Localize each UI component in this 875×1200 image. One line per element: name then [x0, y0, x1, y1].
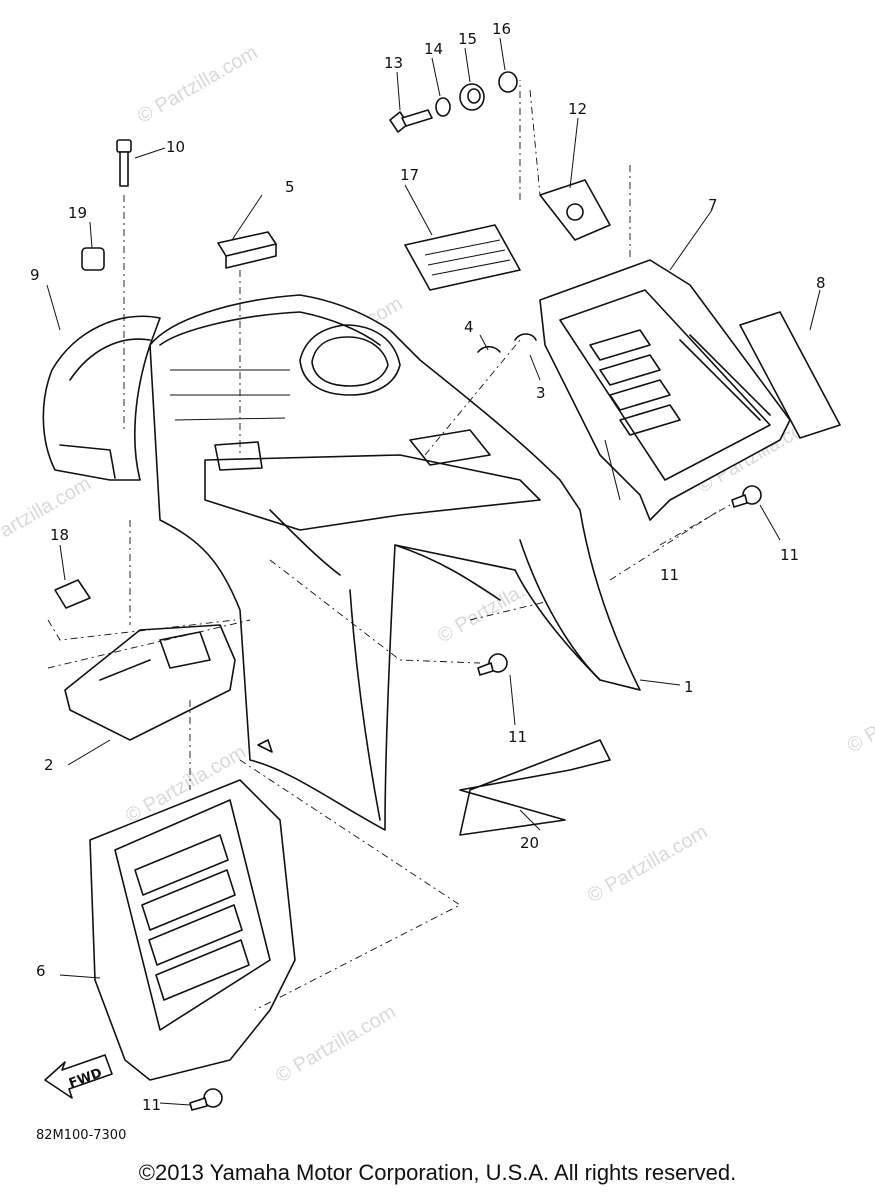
parts-13-16-fasteners — [389, 71, 518, 133]
callout-19: 19 — [68, 204, 87, 222]
part-9-inner-panel — [42, 315, 161, 481]
callout-3: 3 — [536, 384, 546, 402]
callout-6: 6 — [36, 962, 46, 980]
callout-16: 16 — [492, 20, 511, 38]
callout-12: 12 — [568, 100, 587, 118]
callout-20: 20 — [520, 834, 539, 852]
callout-4: 4 — [464, 318, 474, 336]
callout-14: 14 — [424, 40, 443, 58]
parts-3-4-clips — [477, 333, 537, 353]
callout-13: 13 — [384, 54, 403, 72]
callout-11: 11 — [508, 728, 527, 746]
callout-11: 11 — [660, 566, 679, 584]
part-5-cap — [217, 231, 277, 269]
part-11-bolts — [189, 485, 762, 1111]
callouts: 1 2 3 4 5 6 7 8 9 10 11 11 11 11 12 13 1… — [30, 20, 826, 1114]
callout-17: 17 — [400, 166, 419, 184]
callout-11: 11 — [780, 546, 799, 564]
part-18-label — [54, 579, 91, 609]
callout-8: 8 — [816, 274, 826, 292]
diagram-code: 82M100-7300 — [36, 1128, 127, 1143]
part-17-plate — [404, 224, 521, 291]
part-6-grille — [89, 779, 296, 1081]
part-2-cover — [64, 624, 236, 741]
callout-9: 9 — [30, 266, 40, 284]
copyright-notice: ©2013 Yamaha Motor Corporation, U.S.A. A… — [138, 1160, 737, 1185]
part-10-bolt — [116, 139, 132, 187]
callout-15: 15 — [458, 30, 477, 48]
part-7-right-panel — [539, 259, 791, 521]
leader-lines — [46, 37, 821, 1106]
watermark-text: © Partzilla.com — [844, 671, 875, 757]
watermark-text: © Partzilla.com — [272, 1001, 400, 1087]
callout-2: 2 — [44, 756, 54, 774]
callout-11: 11 — [142, 1096, 161, 1114]
part-19-grommet — [81, 247, 105, 271]
part-1-front-cowling — [149, 294, 641, 831]
fwd-arrow: FWD — [44, 1054, 113, 1099]
callout-18: 18 — [50, 526, 69, 544]
callout-10: 10 — [166, 138, 185, 156]
watermark-text: © Partzilla.com — [0, 473, 95, 559]
assembly-lines — [47, 80, 731, 1011]
watermark-text: © Partzilla.com — [584, 821, 712, 907]
part-20-cover — [459, 739, 611, 836]
callout-7: 7 — [708, 196, 718, 214]
part-8-trim-strip — [739, 311, 841, 439]
callout-5: 5 — [285, 178, 295, 196]
watermark-text: © Partzilla.com — [134, 41, 262, 127]
part-12-bracket — [539, 179, 611, 241]
callout-1: 1 — [684, 678, 694, 696]
